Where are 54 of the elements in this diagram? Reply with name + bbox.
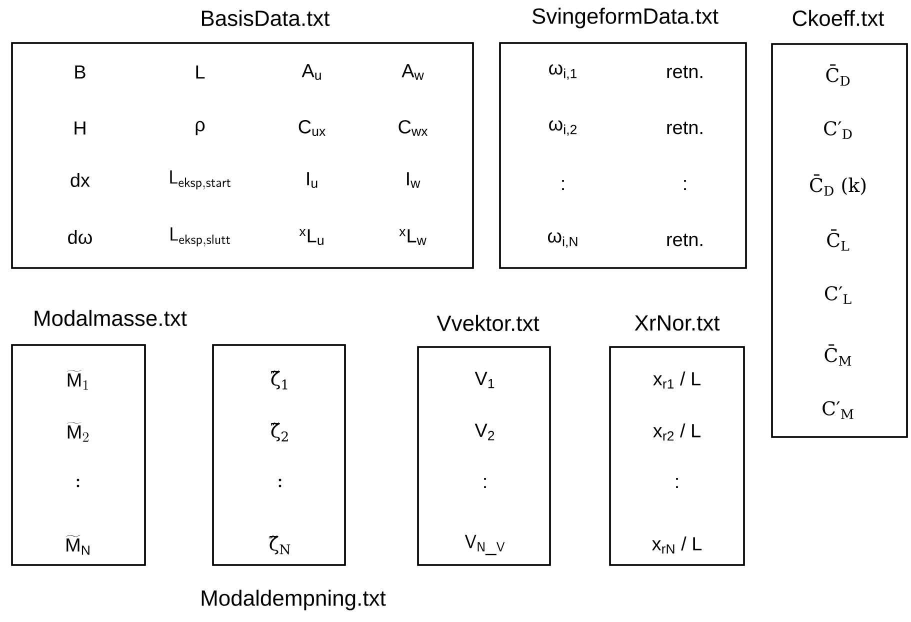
cell-text: C̄$_{L}$ [827, 229, 850, 251]
cell-text: $^{x}$L$_{w}$ [399, 229, 426, 245]
cell-text: ζ̃$_{N}$ [270, 536, 290, 554]
cell-text: A$_{u}$ [302, 64, 321, 80]
cell-text: $\mathsf{V}_{\mathsf{N\_V}}$ [464, 534, 505, 556]
cell-text: dx [70, 173, 90, 187]
cell-text: : [676, 478, 678, 488]
cell-text: : [562, 180, 564, 190]
cell-text: L [196, 65, 205, 79]
file-name: BasisData.txt [202, 10, 330, 26]
cell-text: B [75, 65, 86, 79]
file-name: Ckoeff.txt [792, 10, 884, 26]
cell-text: C̄$_{D}$ [826, 64, 850, 86]
cell-text: I$_{u}$ [307, 172, 318, 188]
file-name: XrNor.txt [634, 315, 720, 331]
cell-text: C̄$_{M}$ [824, 344, 852, 366]
cell-text: retn. [667, 66, 702, 78]
cell-text: $\mathsf{L}_{\mathsf{eksp,start}}$ [170, 170, 231, 190]
cell-text: ω$_{i,1}$ [549, 64, 577, 80]
file-name: SvingeformData.txt [532, 8, 718, 28]
cell-text: I$_{w}$ [407, 172, 420, 188]
cell-text: x$_{r1}$ / L [653, 372, 700, 388]
cell-text: ζ̃$_{2}$ [271, 422, 288, 442]
cell-text: C′$_{L}$ [824, 286, 852, 304]
cell-text: C$_{ux}$ [298, 120, 326, 136]
cell-text: $\widetilde{\mathrm{M}}_{1}$ [67, 370, 88, 390]
cell-text: : [484, 478, 486, 488]
file-name: Modalmasse.txt [34, 310, 187, 326]
cell-text: ω$_{i,2}$ [549, 120, 577, 136]
cell-text: retn. [667, 122, 702, 134]
cell-text: dω [68, 230, 92, 244]
file-name: Modaldempning.txt [202, 590, 386, 610]
cell-text: : [278, 478, 282, 488]
cell-text: A$_{w}$ [402, 64, 424, 80]
cell-text: H [74, 121, 86, 135]
cell-text: $\widetilde{\mathrm{M}}_{2}$ [67, 422, 88, 442]
cell-text: ρ [196, 120, 205, 136]
cell-text: : [76, 478, 80, 488]
cell-text: C′$_{D}$ [824, 121, 852, 139]
cell-text: : [684, 180, 686, 190]
cell-text: x$_{r2}$ / L [653, 423, 700, 441]
cell-text: C̄$_{D}$ (k) [810, 174, 866, 196]
cell-text: $^{x}$L$_{u}$ [299, 229, 324, 245]
file-name: Vvektor.txt [436, 314, 540, 332]
cell-text: $\mathsf{L}_{\mathsf{eksp,slutt}}$ [170, 227, 230, 247]
cell-text: ω$_{i,N}$ [548, 232, 578, 248]
cell-text: retn. [667, 234, 702, 246]
cell-text: ζ̃$_{1}$ [271, 370, 288, 390]
cell-text: V$_{1}$ [474, 372, 494, 388]
cell-text: $\widetilde{\mathrm{M}}_{\mathrm{N}}$ [66, 535, 90, 555]
cell-text: x$_{rN}$ / L [652, 536, 702, 554]
cell-text: V$_{2}$ [474, 424, 494, 440]
cell-text: C$_{wx}$ [398, 120, 428, 136]
cell-text: C′$_{M}$ [822, 401, 854, 419]
